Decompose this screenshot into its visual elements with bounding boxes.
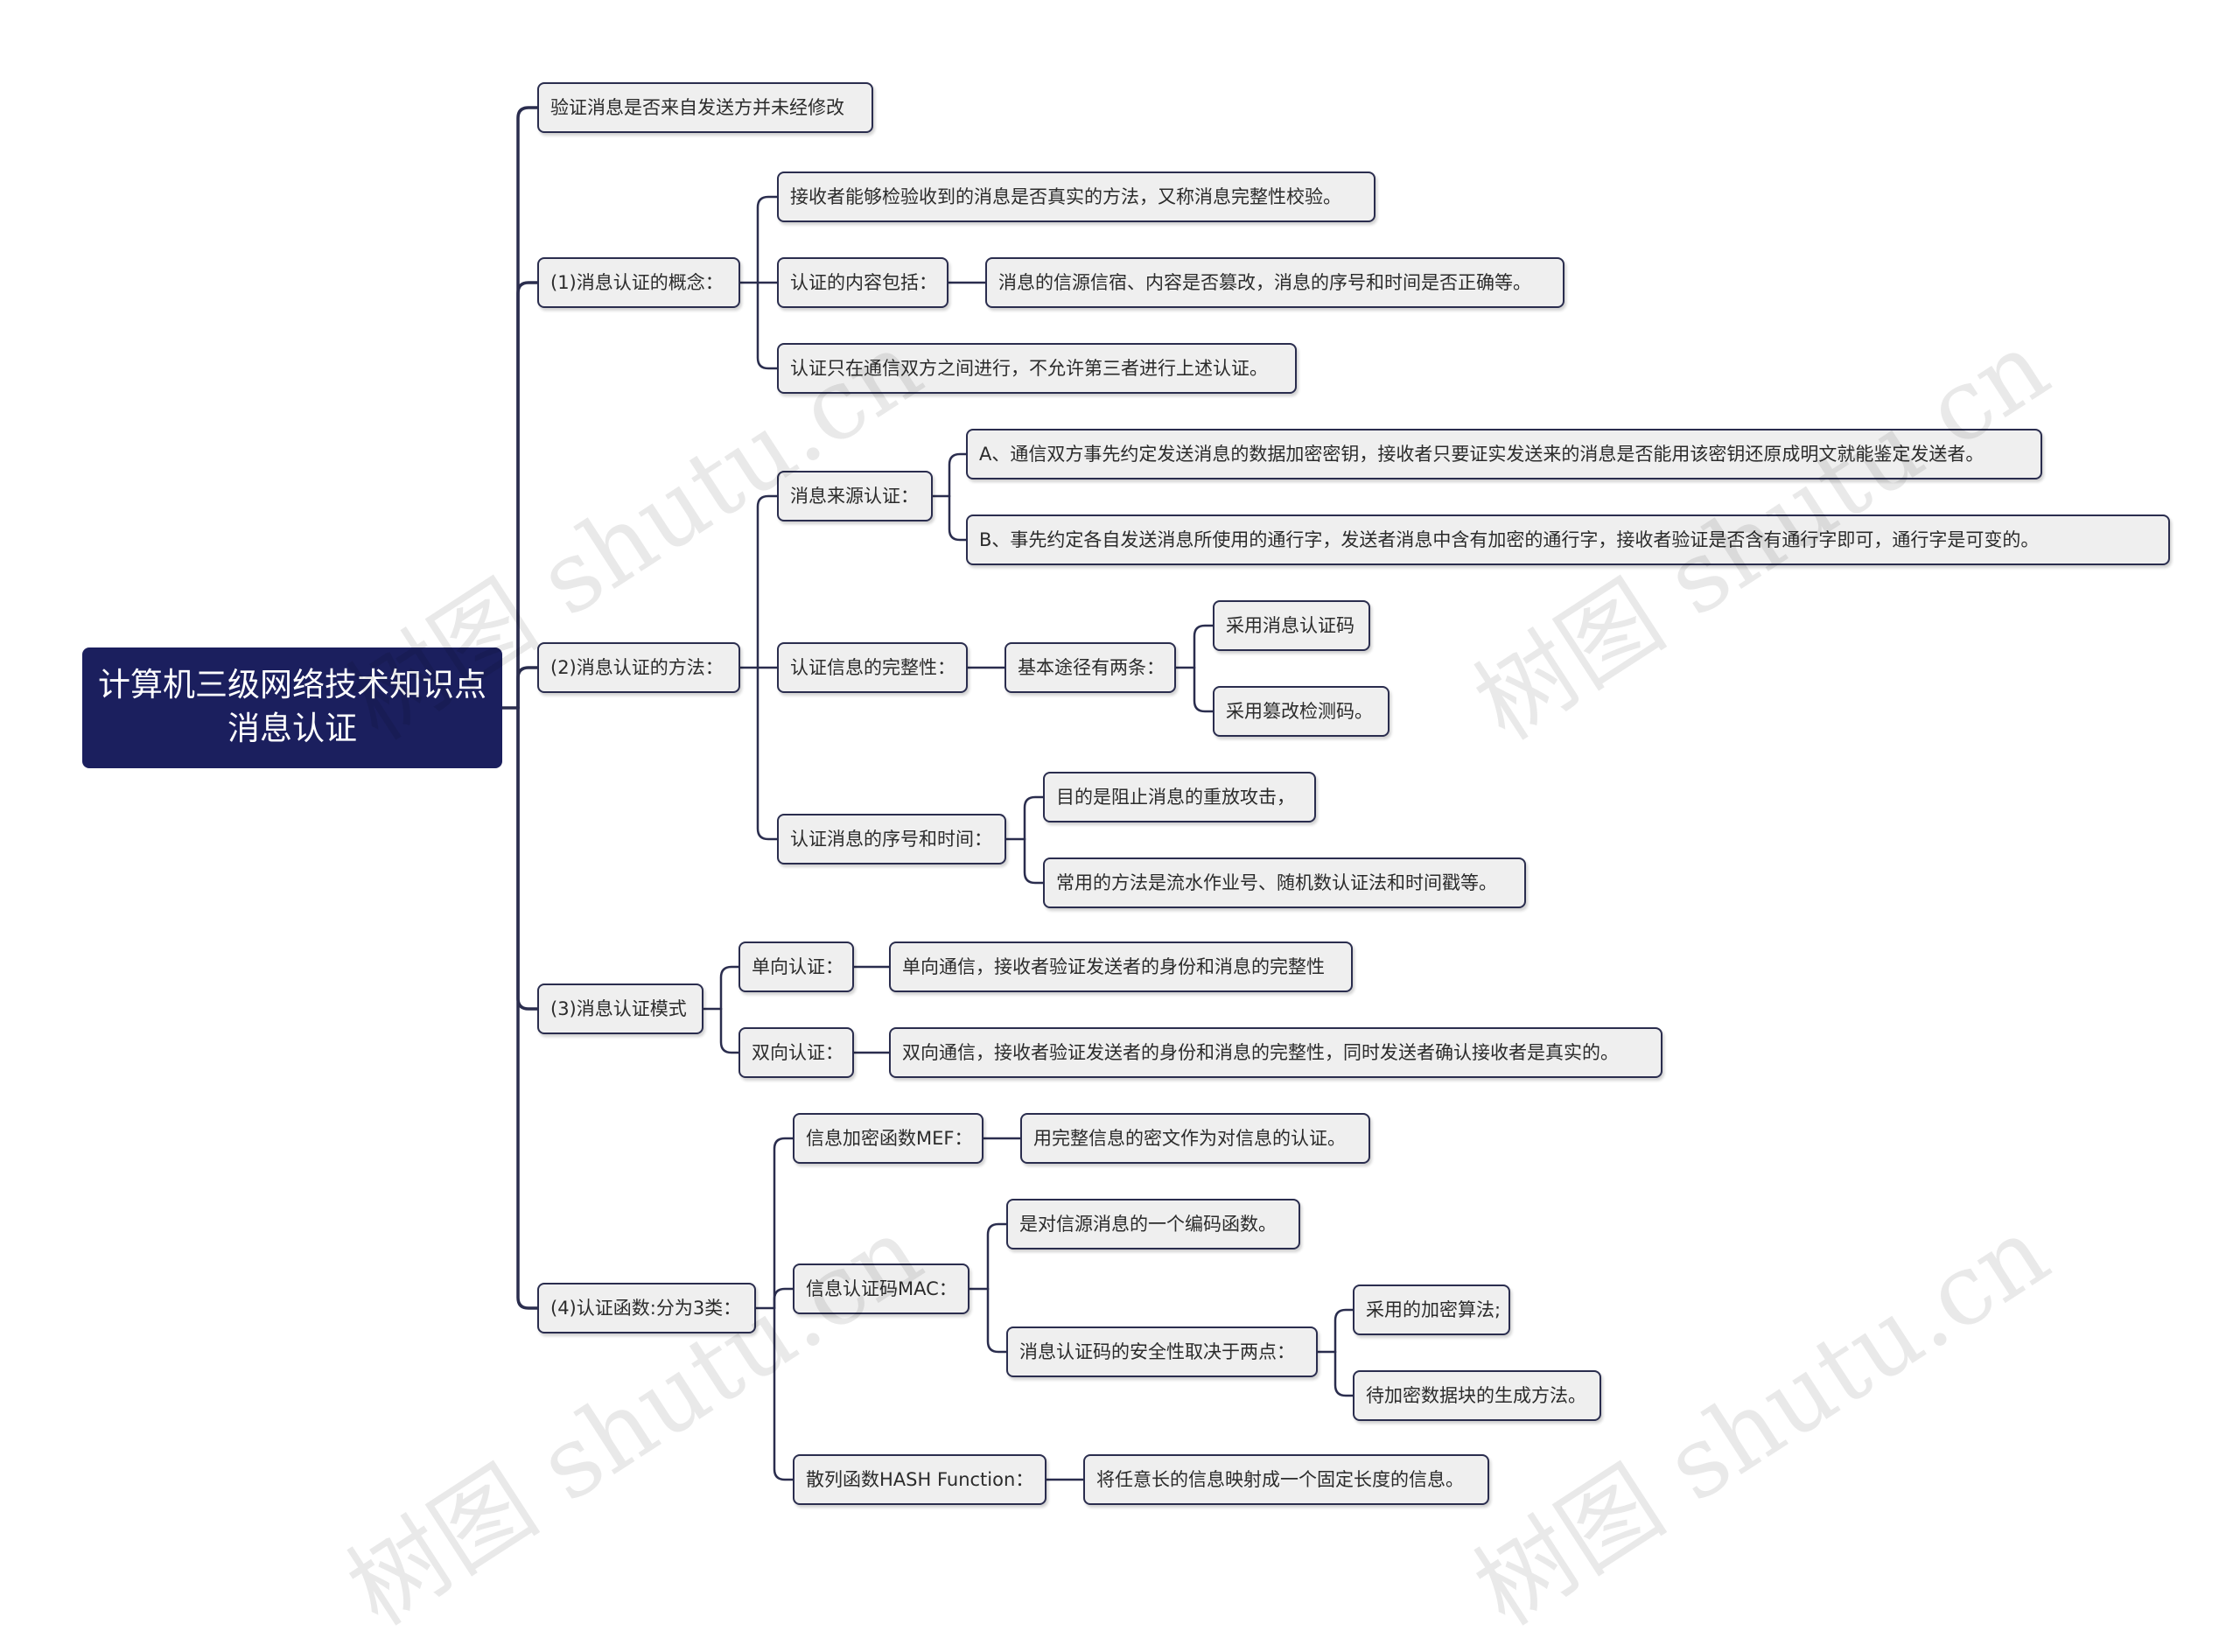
- connector-lines: [500, 106, 1354, 1481]
- connector-line: [1023, 837, 1045, 885]
- mac-security[interactable]: 消息认证码的安全性取决于两点：: [1006, 1326, 1318, 1377]
- method-sequence-time[interactable]: 认证消息的序号和时间：: [777, 814, 1006, 864]
- connector-line: [756, 494, 779, 669]
- connector-line: [516, 706, 539, 1011]
- function-mac[interactable]: 信息认证码MAC：: [793, 1264, 970, 1314]
- integrity-mac[interactable]: 采用消息认证码: [1213, 600, 1370, 651]
- topic-verify-message[interactable]: 验证消息是否来自发送方并未经修改: [537, 82, 873, 133]
- mind-map-canvas: 计算机三级网络技术知识点消息认证 验证消息是否来自发送方并未经修改 (1)消息认…: [82, 82, 2170, 1648]
- mode-two-way[interactable]: 双向认证：: [738, 1027, 854, 1078]
- connector-line: [516, 706, 539, 1310]
- connector-line: [1193, 666, 1214, 713]
- concept-content[interactable]: 认证的内容包括：: [777, 257, 948, 308]
- connector-line: [986, 1222, 1008, 1291]
- connector-line: [756, 666, 779, 841]
- mode-one-way[interactable]: 单向认证：: [738, 942, 854, 992]
- connector-line: [1334, 1350, 1354, 1397]
- connector-line: [719, 965, 740, 1011]
- topic-functions[interactable]: (4)认证函数:分为3类：: [537, 1283, 756, 1334]
- hash-detail[interactable]: 将任意长的信息映射成一个固定长度的信息。: [1083, 1454, 1489, 1505]
- function-mef[interactable]: 信息加密函数MEF：: [793, 1113, 984, 1164]
- connector-line: [1023, 795, 1045, 841]
- connector-line: [773, 1287, 794, 1310]
- connector-line: [516, 106, 539, 710]
- connector-line: [756, 281, 779, 370]
- method-integrity[interactable]: 认证信息的完整性：: [777, 642, 968, 693]
- integrity-tamper-code[interactable]: 采用篡改检测码。: [1213, 686, 1390, 737]
- integrity-two-ways[interactable]: 基本途径有两条：: [1004, 642, 1176, 693]
- connector-line: [948, 494, 968, 542]
- connector-line: [516, 666, 539, 710]
- mac-detail[interactable]: 是对信源消息的一个编码函数。: [1006, 1199, 1300, 1250]
- source-auth-option-a[interactable]: A、通信双方事先约定发送消息的数据加密密钥，接收者只要证实发送来的消息是否能用该…: [966, 429, 2042, 480]
- mac-security-algorithm[interactable]: 采用的加密算法;: [1353, 1284, 1510, 1335]
- source-auth-option-b[interactable]: B、事先约定各自发送消息所使用的通行字，发送者消息中含有加密的通行字，接收者验证…: [966, 514, 2170, 565]
- topic-concept[interactable]: (1)消息认证的概念：: [537, 257, 740, 308]
- connector-line: [773, 1306, 794, 1481]
- two-way-detail[interactable]: 双向通信，接收者验证发送者的身份和消息的完整性，同时发送者确认接收者是真实的。: [889, 1027, 1662, 1078]
- mef-detail[interactable]: 用完整信息的密文作为对信息的认证。: [1020, 1113, 1370, 1164]
- concept-definition[interactable]: 接收者能够检验收到的消息是否真实的方法，又称消息完整性校验。: [777, 172, 1376, 222]
- connector-line: [948, 452, 968, 498]
- connector-line: [1334, 1308, 1354, 1354]
- connector-line: [1193, 624, 1214, 669]
- topic-methods[interactable]: (2)消息认证的方法：: [537, 642, 740, 693]
- sequence-common-methods[interactable]: 常用的方法是流水作业号、随机数认证法和时间戳等。: [1043, 858, 1526, 908]
- sequence-purpose[interactable]: 目的是阻止消息的重放攻击，: [1043, 772, 1316, 822]
- connector-line: [986, 1287, 1008, 1354]
- method-source-auth[interactable]: 消息来源认证：: [777, 471, 933, 522]
- concept-parties[interactable]: 认证只在通信双方之间进行，不允许第三者进行上述认证。: [777, 343, 1297, 394]
- concept-content-detail[interactable]: 消息的信源信宿、内容是否篡改，消息的序号和时间是否正确等。: [985, 257, 1564, 308]
- connector-line: [719, 1007, 740, 1054]
- connector-line: [516, 281, 539, 710]
- connector-line: [756, 195, 779, 284]
- one-way-detail[interactable]: 单向通信，接收者验证发送者的身份和消息的完整性: [889, 942, 1353, 992]
- mac-security-block[interactable]: 待加密数据块的生成方法。: [1353, 1370, 1601, 1421]
- connector-line: [773, 1137, 794, 1310]
- function-hash[interactable]: 散列函数HASH Function：: [793, 1454, 1046, 1505]
- root-topic[interactable]: 计算机三级网络技术知识点消息认证: [82, 648, 502, 768]
- topic-modes[interactable]: (3)消息认证模式: [537, 984, 704, 1034]
